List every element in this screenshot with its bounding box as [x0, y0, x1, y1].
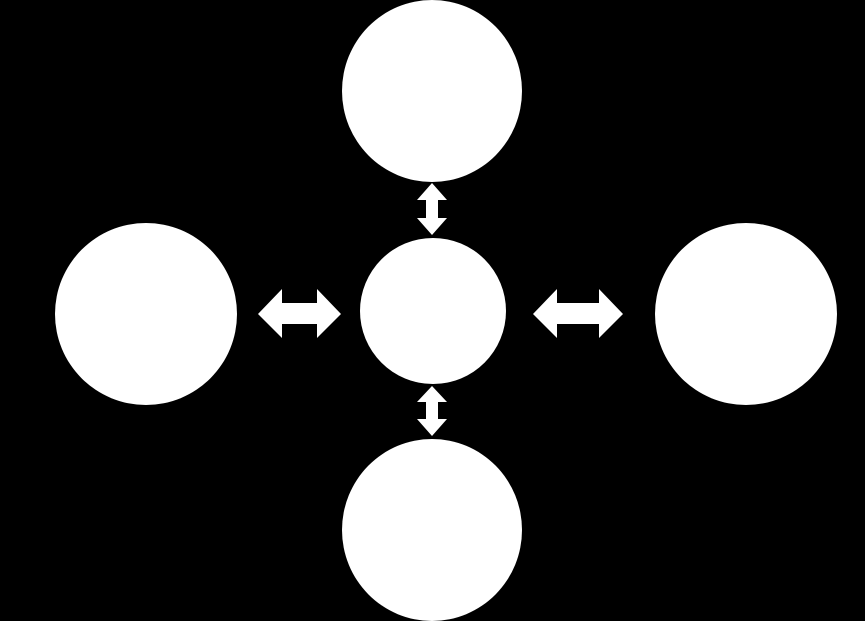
top-node-circle: [342, 0, 522, 182]
bottom-node-circle: [342, 439, 522, 621]
right-double-arrow: [533, 289, 623, 338]
left-double-arrow: [258, 289, 341, 338]
hub-circle: [360, 238, 506, 384]
left-node-circle: [55, 223, 237, 405]
right-node-circle: [655, 223, 837, 405]
top-double-arrow: [417, 183, 447, 235]
bottom-double-arrow: [417, 386, 447, 436]
